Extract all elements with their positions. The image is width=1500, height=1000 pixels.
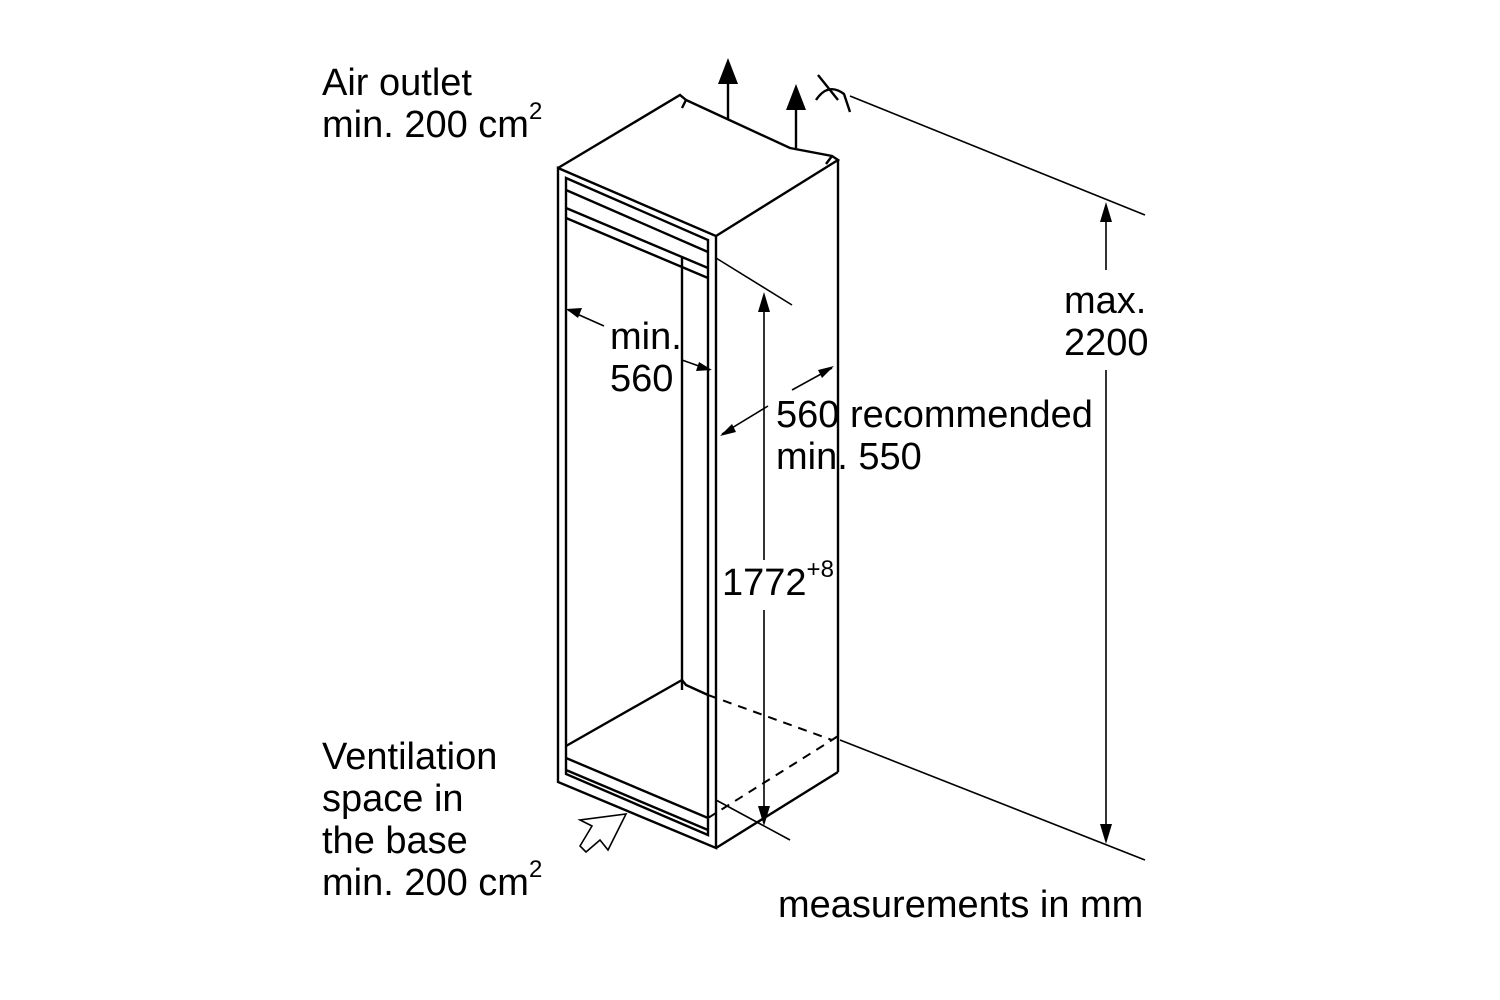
ventilation-label: Ventilation space in the base min. 200 c… [322,736,543,904]
max-height-label: max. 2200 [1064,280,1149,364]
niche-height-dimension [715,292,791,841]
air-outlet-arrows [718,58,806,148]
depth-dimension [715,257,834,436]
depth-label: 560 recommended min. 550 [776,394,1093,478]
cabinet-outline [556,93,841,850]
ventilation-inlet-arrow [577,813,628,854]
units-note: measurements in mm [778,884,1144,926]
width-dimension [566,308,712,371]
width-min-label: min. 560 [610,316,682,400]
niche-height-label: 1772+8 [722,556,834,609]
top-edge-symbol [815,74,852,113]
air-outlet-label: Air outlet min. 200 cm2 [322,62,543,146]
max-height-dimension [839,95,1146,861]
